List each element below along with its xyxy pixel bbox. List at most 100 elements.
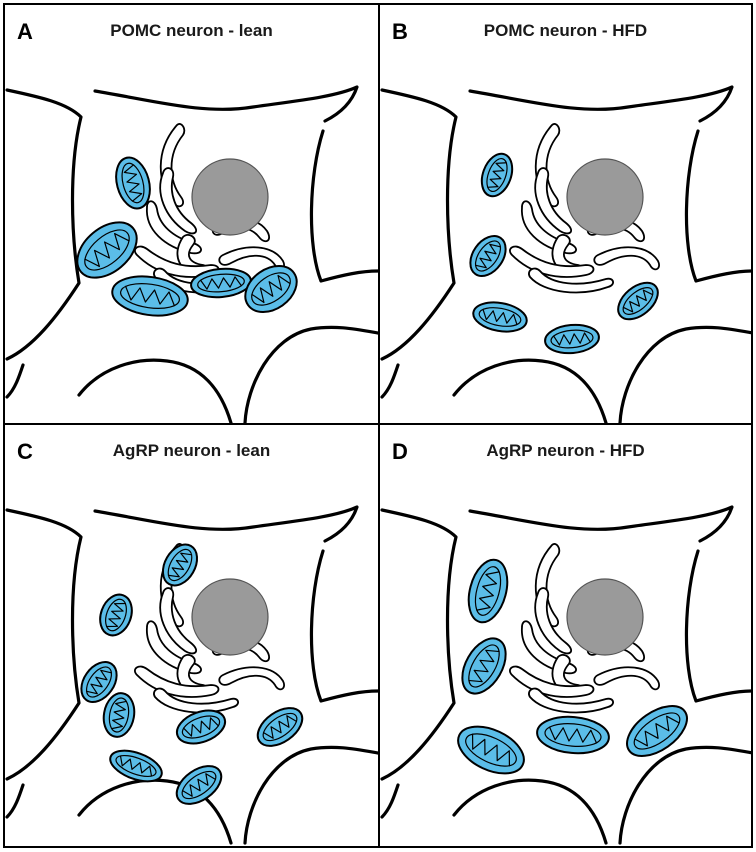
cell-membrane-outline: [380, 363, 400, 399]
mitochondrion: [99, 593, 133, 637]
mitochondrion-inner-membrane: [120, 283, 180, 309]
mitochondrion: [469, 235, 507, 277]
mitochondrion: [544, 323, 600, 355]
mitochondrion: [472, 301, 528, 333]
nucleus: [566, 158, 644, 236]
neuron-diagram: [380, 505, 751, 845]
cell-membrane-outline: [684, 549, 751, 703]
cristae: [251, 274, 291, 304]
endoplasmic-reticulum: [218, 246, 285, 271]
cristae: [548, 726, 598, 744]
cristae: [634, 715, 680, 747]
mitochondrion-inner-membrane: [197, 273, 245, 293]
nucleus: [191, 578, 269, 656]
panel-title: AgRP neuron - HFD: [486, 441, 645, 460]
mitochondrion-inner-membrane: [84, 229, 130, 271]
mitochondrion-inner-membrane: [468, 644, 500, 688]
endoplasmic-reticulum: [159, 587, 198, 655]
mitochondrion: [626, 705, 688, 757]
nucleus: [566, 578, 644, 656]
mitochondrion-inner-membrane: [181, 770, 217, 800]
endoplasmic-reticulum: [528, 687, 614, 714]
cristae: [474, 243, 501, 269]
cristae: [181, 773, 217, 797]
mitochondrion: [457, 725, 525, 775]
mitochondrion: [617, 281, 659, 321]
mitochondrion-inner-membrane: [622, 287, 654, 315]
neuron-diagram: [5, 505, 378, 845]
cell-membrane-outline: [468, 85, 734, 123]
mitochondrion-inner-membrane: [544, 723, 602, 747]
mitochondrion: [175, 765, 223, 805]
mitochondrion: [161, 543, 199, 587]
endoplasmic-reticulum: [134, 245, 220, 278]
mitochondrion-inner-membrane: [633, 712, 681, 750]
cell-membrane-outline: [452, 778, 608, 845]
mitochondrion-inner-membrane: [251, 272, 291, 306]
mitochondrion: [111, 275, 189, 317]
cristae: [487, 162, 507, 188]
mitochondrion-inner-membrane: [115, 754, 157, 778]
mitochondrion-inner-membrane: [108, 697, 130, 733]
cell-membrane-outline: [452, 358, 608, 423]
neuron-diagram: [380, 85, 751, 423]
cell-membrane-outline: [93, 85, 359, 123]
cell-membrane-outline: [309, 129, 378, 283]
cell-membrane-outline: [243, 745, 378, 845]
endoplasmic-reticulum: [534, 587, 573, 655]
mitochondrion: [480, 152, 514, 198]
mitochondrion: [190, 267, 252, 299]
cristae: [167, 552, 193, 578]
cristae: [476, 571, 500, 611]
endoplasmic-reticulum: [528, 267, 614, 294]
panel-title: AgRP neuron - lean: [112, 441, 271, 460]
cell-membrane-outline: [77, 778, 233, 845]
cristae: [84, 232, 130, 268]
panel-title: POMC neuron - HFD: [483, 21, 648, 40]
panel-c: C AgRP neuron - lean: [5, 425, 378, 846]
cristae: [111, 700, 127, 730]
panel-letter: B: [392, 19, 408, 44]
mitochondrion: [244, 265, 298, 313]
cristae: [124, 285, 176, 307]
cell-membrane-outline: [684, 129, 751, 283]
endoplasmic-reticulum: [509, 245, 595, 278]
mitochondrion: [256, 707, 304, 747]
cell-membrane-outline: [618, 745, 751, 845]
mitochondrion-inner-membrane: [181, 715, 221, 739]
mitochondrion-inner-membrane: [85, 666, 113, 698]
mitochondrion-inner-membrane: [550, 329, 594, 349]
neuron-diagram: [5, 85, 378, 423]
panel-divider-horizontal: [5, 423, 751, 425]
cristae: [468, 649, 500, 683]
cell-membrane-outline: [618, 325, 751, 423]
cell-membrane-outline: [380, 88, 458, 361]
mitochondrion-inner-membrane: [121, 162, 145, 204]
cell-membrane-outline: [5, 783, 25, 819]
cell-membrane-outline: [93, 505, 359, 543]
cell-membrane-outline: [309, 549, 378, 703]
mitochondrion-inner-membrane: [465, 733, 517, 767]
cristae: [199, 276, 243, 290]
cristae: [85, 669, 112, 695]
panel-b: B POMC neuron - HFD: [380, 5, 751, 423]
mitochondrion: [467, 558, 509, 624]
nucleus: [191, 158, 269, 236]
cell-membrane-outline: [5, 88, 83, 361]
mitochondrion-inner-membrane: [474, 240, 502, 272]
cell-membrane-outline: [77, 358, 233, 423]
mitochondrion: [115, 156, 151, 210]
cristae: [622, 289, 654, 313]
mitochondrion: [175, 709, 227, 745]
cristae: [119, 755, 153, 777]
endoplasmic-reticulum: [509, 665, 595, 698]
endoplasmic-reticulum: [593, 246, 660, 271]
mitochondrion-inner-membrane: [262, 712, 298, 742]
panel-a: A POMC neuron - lean: [5, 5, 378, 423]
cell-membrane-outline: [468, 505, 734, 543]
endoplasmic-reticulum: [134, 665, 220, 698]
cell-membrane-outline: [243, 325, 378, 423]
mitochondrion-inner-membrane: [167, 548, 193, 582]
mitochondrion: [536, 715, 610, 755]
panel-letter: C: [17, 439, 33, 464]
